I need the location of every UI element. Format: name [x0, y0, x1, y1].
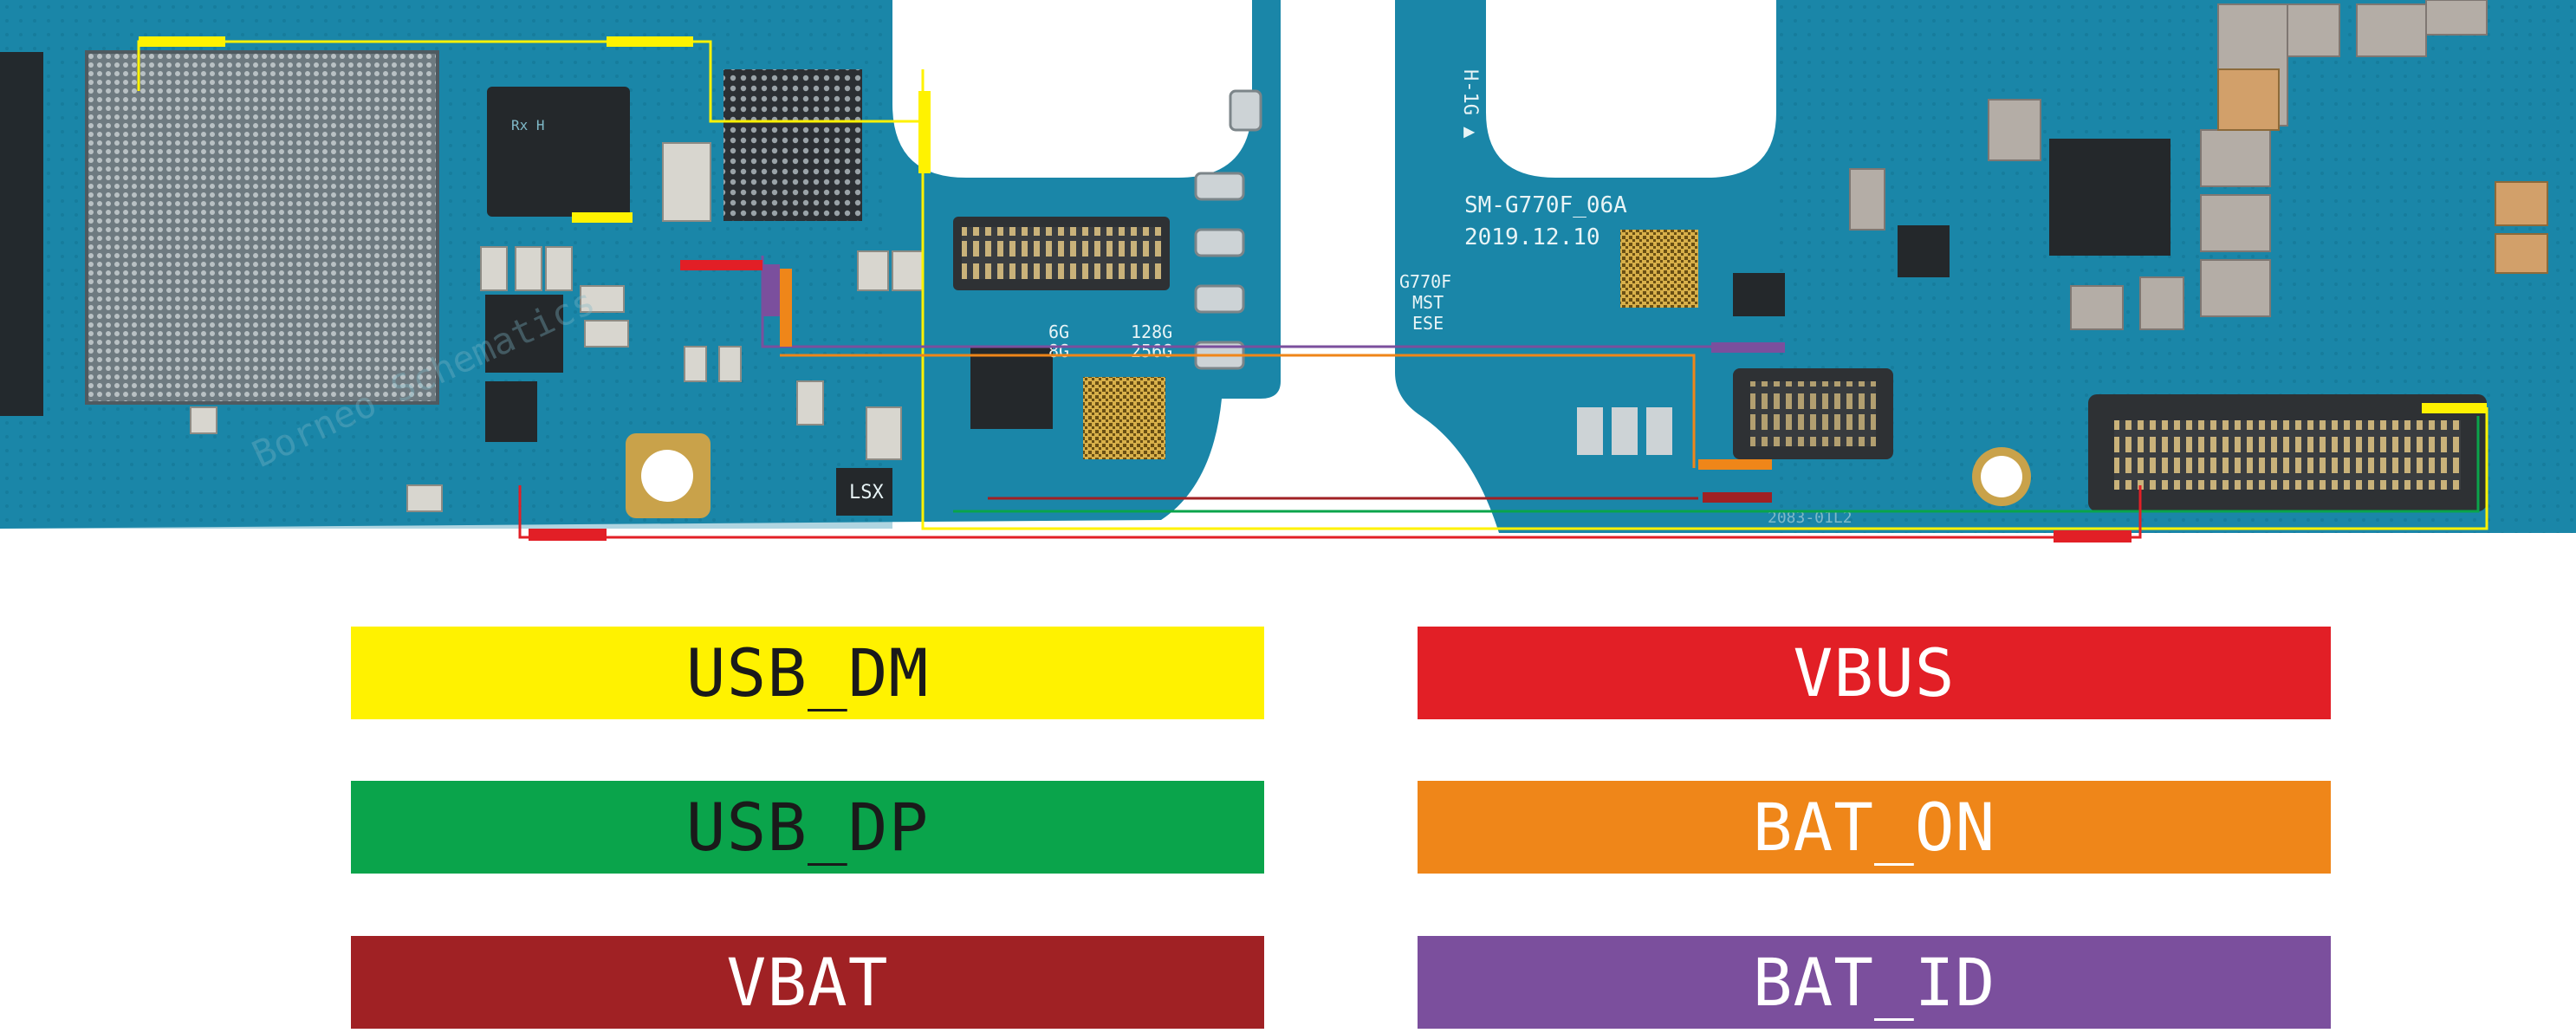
legend-bat-on: BAT_ON	[1418, 781, 2331, 874]
legend-vbat-label: VBAT	[726, 944, 889, 1021]
legend-usb-dm-label: USB_DM	[685, 634, 930, 711]
legend-bat-id-label: BAT_ID	[1752, 944, 1996, 1021]
side-code: LSX	[849, 482, 884, 504]
variant-ese: ESE	[1412, 313, 1444, 334]
legend-vbus-label: VBUS	[1793, 634, 1956, 711]
trace-vbus	[518, 485, 2142, 539]
storage-label-256g: 256G	[1131, 341, 1172, 361]
legend-vbus: VBUS	[1418, 627, 2331, 719]
soc-bga	[85, 50, 439, 405]
legend-bat-on-label: BAT_ON	[1752, 789, 1996, 866]
legend-vbat: VBAT	[351, 936, 1264, 1029]
legend-usb-dm: USB_DM	[351, 627, 1264, 719]
legend-usb-dp-label: USB_DP	[685, 789, 930, 866]
chip-marking: Rx H	[511, 117, 545, 133]
memory-label-6g: 6G	[1048, 322, 1069, 342]
pmic-bga	[723, 69, 862, 221]
trace-markers	[139, 36, 2487, 542]
memory-label-8g: 8G	[1048, 341, 1069, 361]
trace-bat-on	[780, 354, 1696, 468]
legend-usb-dp: USB_DP	[351, 781, 1264, 874]
pcb-board-diagram: Rx H LSX 6G 8G 128G	[0, 0, 2576, 542]
bottom-code: 2083-01L2	[1768, 509, 1853, 527]
model-text: SM-G770F_06A	[1464, 192, 1627, 218]
data-matrix-code	[1083, 377, 1165, 459]
variant-g770f: G770F	[1399, 271, 1451, 292]
trace-usb-dp	[953, 416, 2480, 513]
left-board: Rx H LSX 6G 8G 128G	[0, 0, 1281, 529]
storage-label-128g: 128G	[1131, 322, 1172, 342]
vertical-marking: H-1G ▲	[1459, 69, 1481, 139]
variant-mst: MST	[1412, 292, 1444, 313]
data-matrix-code-right	[1620, 230, 1698, 308]
date-text: 2019.12.10	[1464, 224, 1600, 250]
legend-bat-id: BAT_ID	[1418, 936, 2331, 1029]
right-board: SM-G770F_06A 2019.12.10 G770F MST ESE H-…	[1395, 0, 2576, 533]
